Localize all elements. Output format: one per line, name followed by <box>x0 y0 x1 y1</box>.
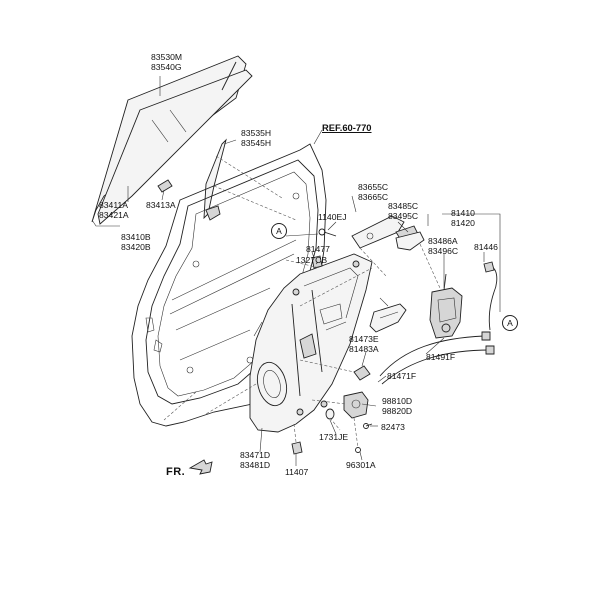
label-bolt-1327cb: 1327CB <box>296 255 328 265</box>
label-bolt-81477: 81477 <box>306 244 330 254</box>
label-screw-82473: 82473 <box>381 422 405 432</box>
label-grommet: 1731JE <box>319 432 349 442</box>
projection-lines <box>163 155 441 449</box>
latch-cable <box>485 266 498 331</box>
rod-clip <box>353 365 371 381</box>
circle-marker-a-right: A <box>502 315 518 331</box>
reference-link[interactable]: REF.60-770 <box>322 122 372 133</box>
label-lock-cable: 81491F <box>426 352 456 362</box>
label-channel-clip: 83413A <box>146 200 176 210</box>
glass-run-strip <box>203 138 227 221</box>
label-screw-96301a: 96301A <box>346 460 376 470</box>
fasteners <box>291 228 373 455</box>
latch-assembly <box>429 273 463 339</box>
label-bolt-1140ej: 1140EJ <box>318 212 347 222</box>
channel-clip <box>157 179 173 193</box>
inside-handle <box>369 303 407 333</box>
door-frame <box>131 143 327 427</box>
latch-cable-end <box>483 261 495 273</box>
regulator-panel <box>249 253 373 433</box>
front-arrow-icon <box>188 459 213 475</box>
leader-lines <box>91 76 501 466</box>
window-motor <box>343 391 369 419</box>
circle-marker-a-left: A <box>271 223 287 239</box>
label-latch-cable: 81446 <box>474 242 498 252</box>
handle-cover <box>395 231 425 251</box>
label-link: 81471F <box>387 371 417 381</box>
front-direction-label: FR. <box>166 466 186 478</box>
door-glass <box>91 55 253 225</box>
lock-cables <box>379 331 495 385</box>
grommet <box>325 408 335 420</box>
label-bolt-11407: 11407 <box>285 467 309 477</box>
